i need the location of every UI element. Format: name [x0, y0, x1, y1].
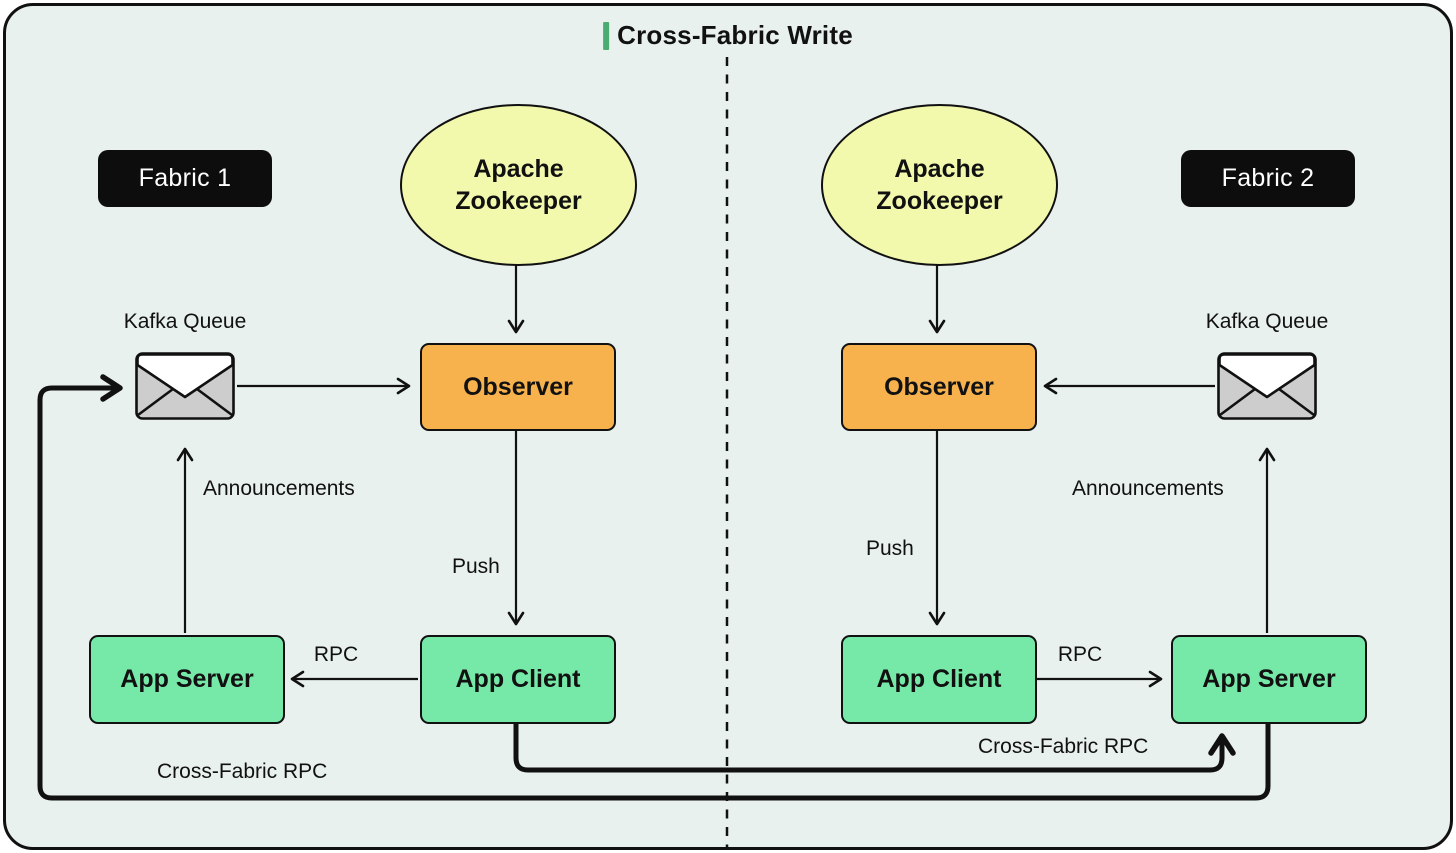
zookeeper-ellipse-right: Apache Zookeeper: [821, 104, 1058, 266]
fabric1-badge: Fabric 1: [98, 150, 272, 207]
label-cross-fabric-rpc-right: Cross-Fabric RPC: [978, 735, 1149, 758]
kafka-queue-label-right: Kafka Queue: [1205, 310, 1329, 333]
label-rpc-left: RPC: [313, 643, 359, 666]
observer-box-left: Observer: [420, 343, 616, 431]
diagram-title: Cross-Fabric Write: [603, 20, 853, 51]
label-push-left: Push: [452, 555, 500, 578]
kafka-envelope-icon-right: [1217, 352, 1317, 420]
fabric2-badge-label: Fabric 2: [1221, 164, 1315, 192]
app-server-box-right: App Server: [1171, 635, 1367, 724]
label-push-right: Push: [866, 537, 914, 560]
zookeeper-label-right: Apache Zookeeper: [876, 154, 1003, 216]
label-cross-fabric-rpc-left: Cross-Fabric RPC: [157, 760, 328, 783]
label-announcements-right: Announcements: [1072, 477, 1224, 500]
fabric1-badge-label: Fabric 1: [138, 164, 232, 192]
observer-box-right: Observer: [841, 343, 1037, 431]
label-announcements-left: Announcements: [203, 477, 355, 500]
kafka-envelope-icon-left: [135, 352, 235, 420]
label-rpc-right: RPC: [1057, 643, 1103, 666]
zookeeper-ellipse-left: Apache Zookeeper: [400, 104, 637, 266]
kafka-queue-label-left: Kafka Queue: [123, 310, 247, 333]
app-server-label-left: App Server: [120, 665, 254, 693]
app-client-label-left: App Client: [455, 665, 581, 693]
app-server-label-right: App Server: [1202, 665, 1336, 693]
observer-label-right: Observer: [884, 372, 994, 401]
app-client-box-right: App Client: [841, 635, 1037, 724]
zookeeper-label-left: Apache Zookeeper: [455, 154, 582, 216]
app-client-box-left: App Client: [420, 635, 616, 724]
title-text: Cross-Fabric Write: [617, 20, 853, 50]
observer-label-left: Observer: [463, 372, 573, 401]
title-accent-bar: [603, 21, 610, 50]
app-client-label-right: App Client: [876, 665, 1002, 693]
app-server-box-left: App Server: [89, 635, 285, 724]
fabric2-badge: Fabric 2: [1181, 150, 1355, 207]
